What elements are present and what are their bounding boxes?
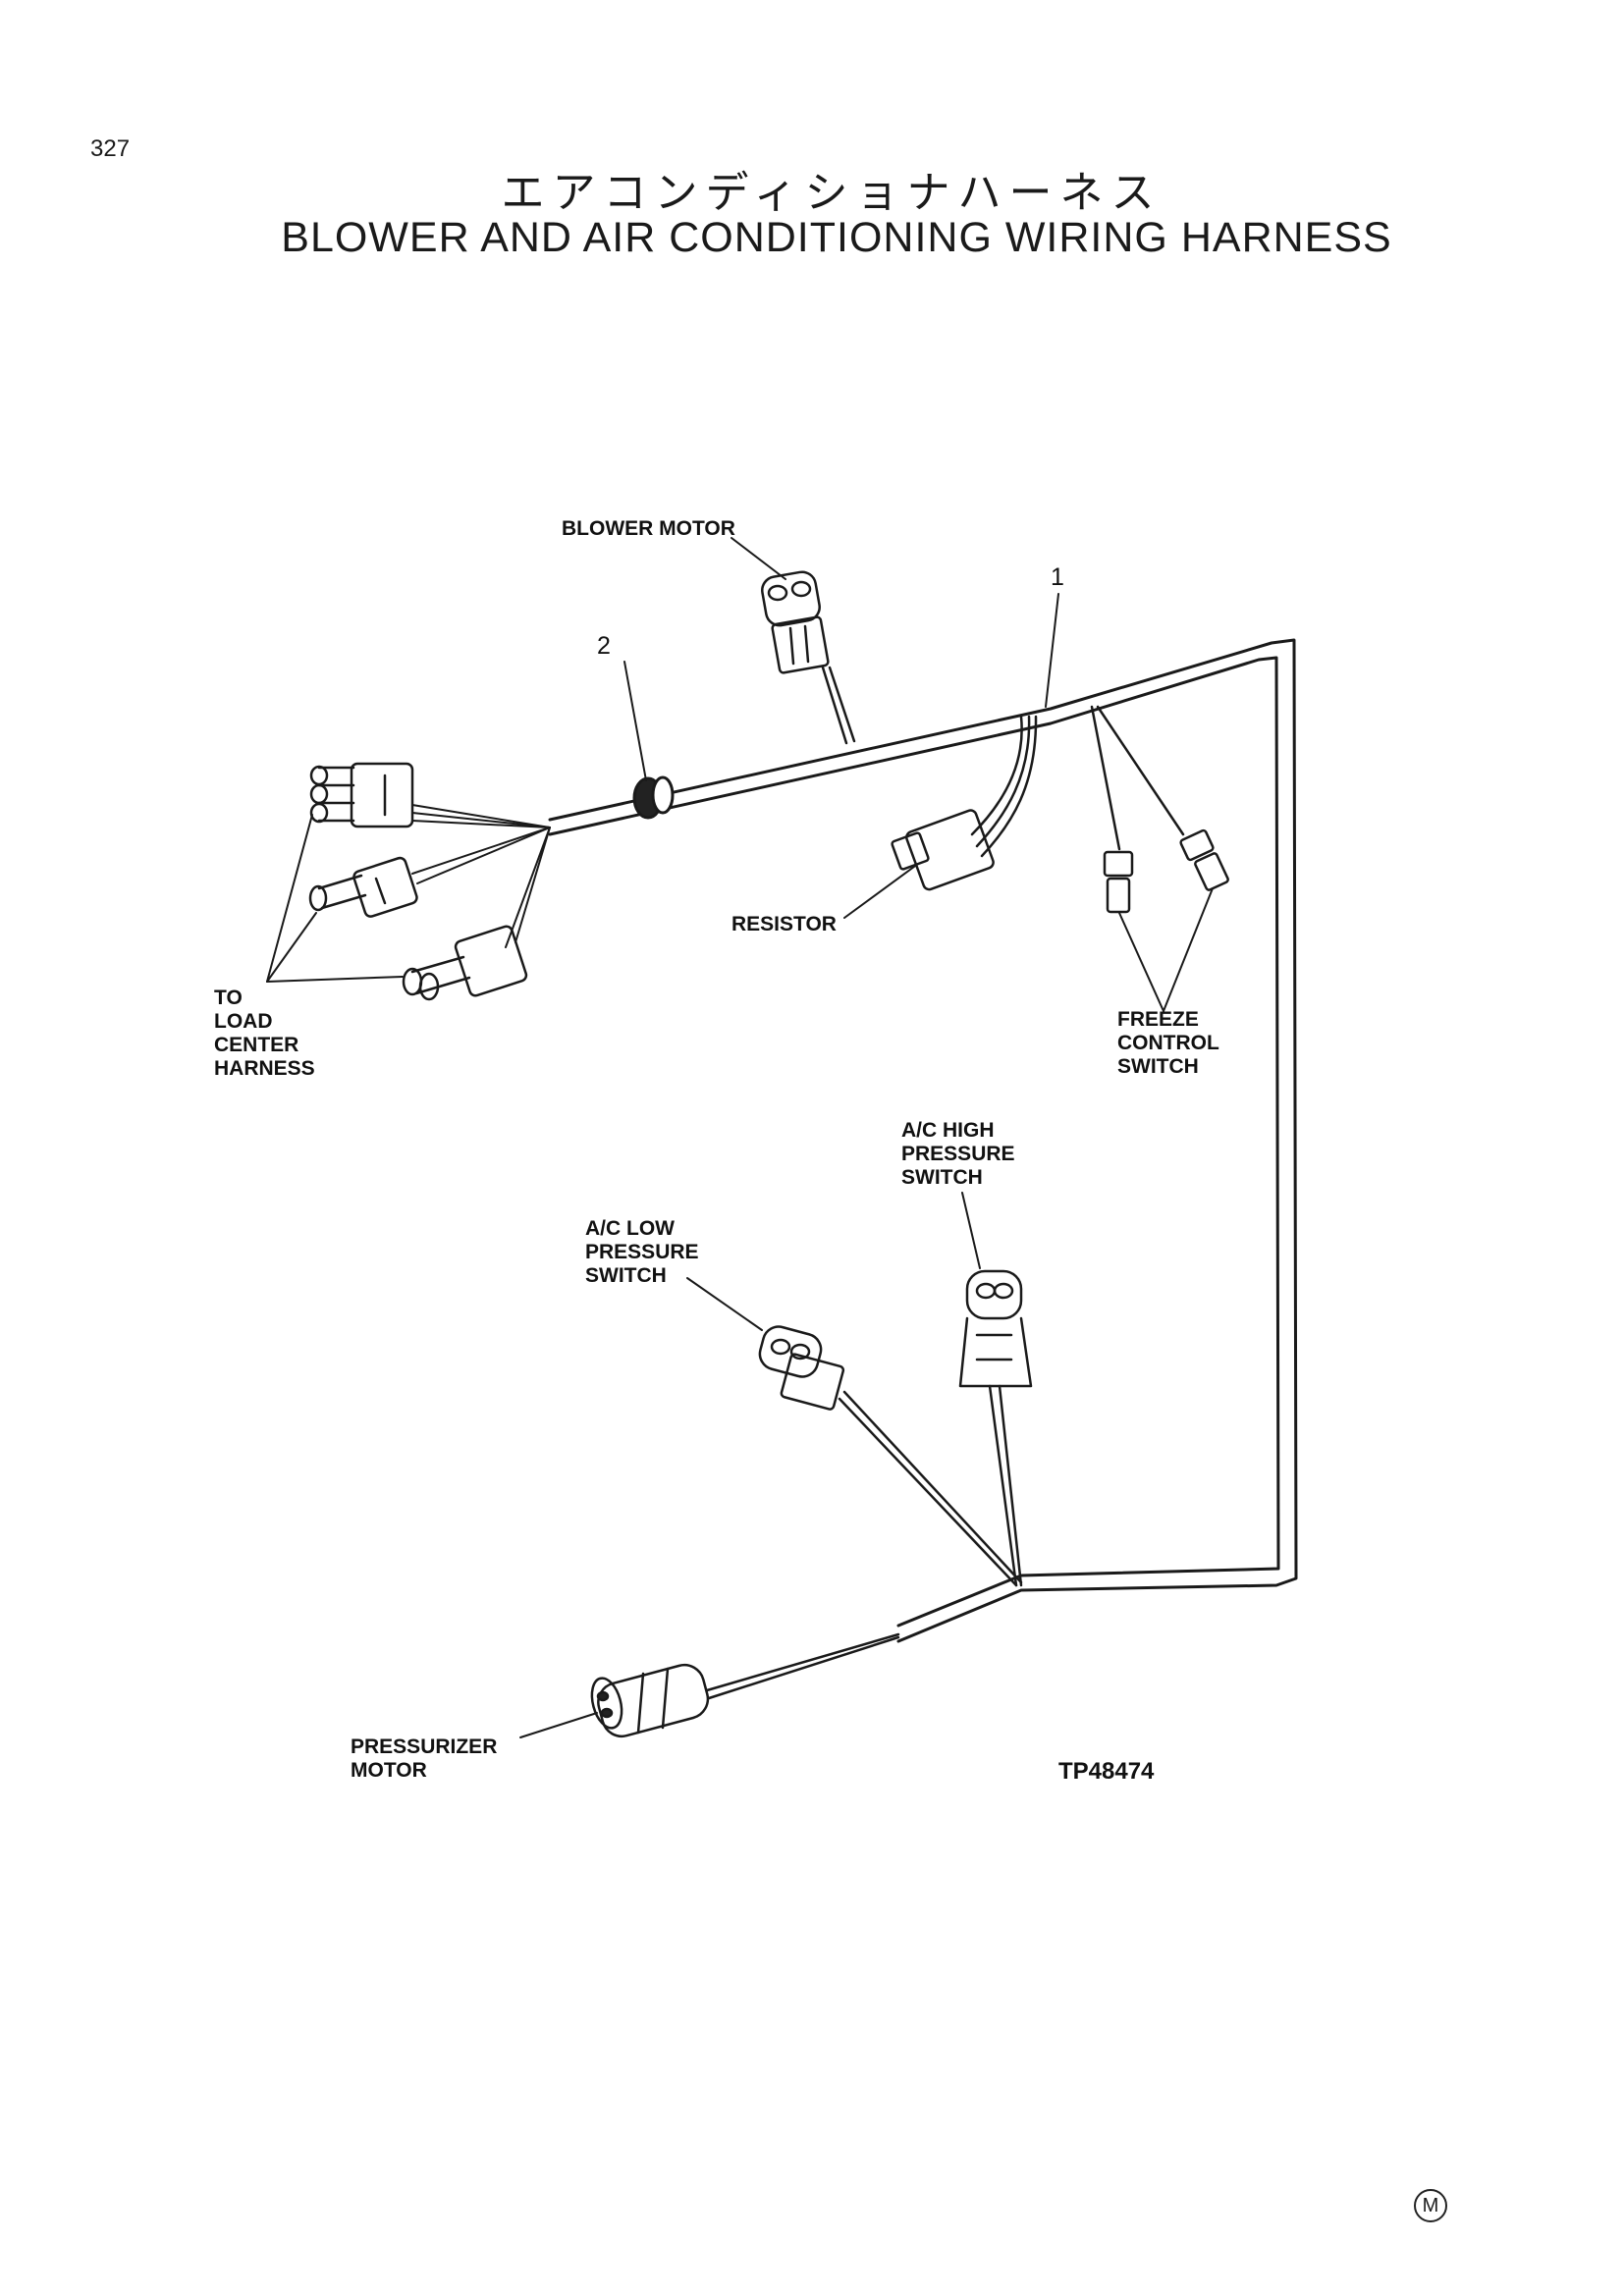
svg-text:CENTER: CENTER <box>214 1034 298 1056</box>
page-number: 327 <box>90 135 131 162</box>
item-2-leader <box>623 661 647 781</box>
svg-text:PRESSURE: PRESSURE <box>901 1143 1015 1165</box>
svg-text:SWITCH: SWITCH <box>585 1264 667 1287</box>
svg-text:PRESSURIZER: PRESSURIZER <box>351 1735 497 1758</box>
label-freeze-control-switch: FREEZE CONTROL SWITCH <box>1117 1008 1219 1078</box>
label-blower-motor: BLOWER MOTOR <box>562 517 735 540</box>
blower-motor-connector <box>731 537 856 745</box>
load-center-leaders <box>266 814 404 983</box>
svg-text:A/C LOW: A/C LOW <box>585 1217 675 1240</box>
label-ac-high-pressure-switch: A/C HIGH PRESSURE SWITCH <box>901 1119 1015 1189</box>
title-japanese: エアコンディショナハーネス <box>501 168 1163 218</box>
ac-high-pressure-switch <box>958 1192 1033 1587</box>
label-resistor: RESISTOR <box>731 913 837 935</box>
load-center-connector-c <box>402 925 528 1001</box>
title-english: BLOWER AND AIR CONDITIONING WIRING HARNE… <box>281 214 1392 261</box>
load-center-leads <box>411 804 551 948</box>
callout-item-1: 1 <box>1051 563 1064 591</box>
svg-text:CONTROL: CONTROL <box>1117 1032 1219 1054</box>
svg-text:A/C HIGH: A/C HIGH <box>901 1119 995 1142</box>
grommet-item-2 <box>632 775 675 820</box>
svg-text:FREEZE: FREEZE <box>1117 1008 1199 1031</box>
resistor-connector <box>843 715 1038 919</box>
svg-text:LOAD: LOAD <box>214 1010 273 1033</box>
ac-low-pressure-switch <box>686 1277 1023 1587</box>
item-1-leader <box>1045 593 1059 708</box>
svg-text:TO: TO <box>214 987 243 1009</box>
svg-text:PRESSURE: PRESSURE <box>585 1241 699 1263</box>
pressurizer-motor-connector <box>519 1632 900 1738</box>
label-to-load-center-harness: TO LOAD CENTER HARNESS <box>214 987 315 1080</box>
callout-item-2: 2 <box>597 632 611 660</box>
figure-reference: TP48474 <box>1058 1758 1155 1785</box>
footer-mark: M <box>1414 2189 1447 2222</box>
svg-text:SWITCH: SWITCH <box>901 1166 983 1189</box>
svg-text:MOTOR: MOTOR <box>351 1759 427 1782</box>
load-center-connector-b <box>308 856 418 918</box>
label-ac-low-pressure-switch: A/C LOW PRESSURE SWITCH <box>585 1217 699 1287</box>
svg-text:HARNESS: HARNESS <box>214 1057 315 1080</box>
freeze-control-switch-connectors <box>1090 705 1229 1012</box>
svg-text:SWITCH: SWITCH <box>1117 1055 1199 1078</box>
load-center-connector-a <box>309 762 414 828</box>
label-pressurizer-motor: PRESSURIZER MOTOR <box>351 1735 497 1782</box>
